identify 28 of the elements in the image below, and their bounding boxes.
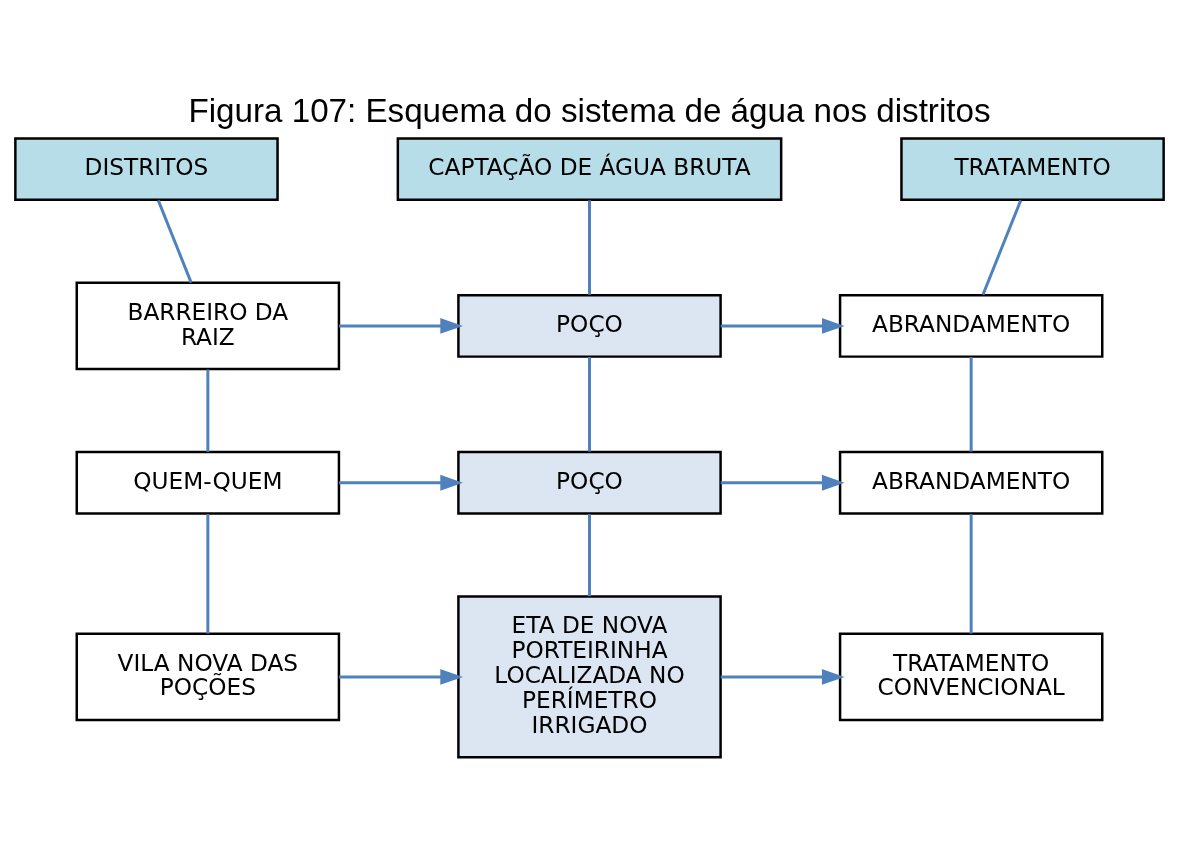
connector [588, 357, 591, 452]
arrow [720, 474, 845, 491]
connector [156, 199, 193, 284]
node-box: ABRANDAMENTO [838, 450, 1104, 515]
node-box: TRATAMENTO CONVENCIONAL [838, 632, 1104, 722]
node-box: POÇO [457, 450, 722, 515]
arrow [339, 668, 463, 685]
connector [588, 200, 591, 295]
node-box: VILA NOVA DAS POÇÕES [75, 632, 341, 722]
connector [969, 514, 973, 634]
node-box: ABRANDAMENTO [838, 294, 1104, 358]
arrow [339, 318, 463, 334]
node-box: ETA DE NOVA PORTEIRINHA LOCALIZADA NO PERÍMETRO IRRIGADO [457, 595, 722, 759]
connector [969, 357, 973, 452]
connector [588, 514, 591, 597]
node-box: BARREIRO DA RAIZ [75, 281, 341, 371]
node-box: DISTRITOS [14, 137, 279, 202]
diagram-title: Figura 107: Esquema do sistema de água nos distritos [188, 91, 991, 129]
node-box: QUEM-QUEM [75, 450, 341, 515]
node-box: POÇO [457, 294, 722, 358]
node-box: TRATAMENTO [900, 137, 1165, 202]
arrow [720, 318, 845, 334]
connector [206, 369, 210, 452]
arrow [720, 668, 845, 685]
connector [206, 514, 210, 634]
arrow [339, 474, 463, 491]
connector [981, 199, 1023, 296]
node-box: CAPTAÇÃO DE ÁGUA BRUTA [396, 137, 783, 202]
